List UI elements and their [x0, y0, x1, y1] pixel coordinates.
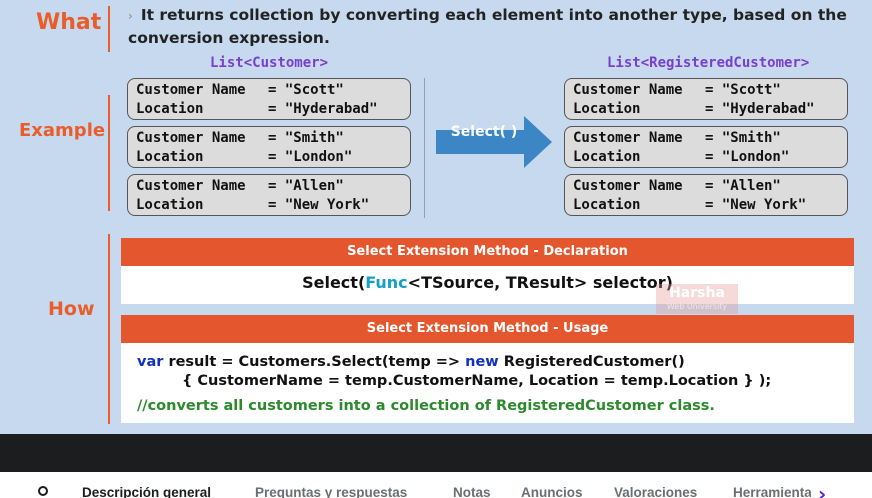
tab-tools[interactable]: Herramientas	[733, 485, 811, 498]
course-tabs: Descripción general Preguntas y respuest…	[0, 472, 872, 498]
customer-box: Customer Name= "Scott" Location= "Hydera…	[127, 78, 411, 120]
registered-customer-box: Customer Name= "Scott" Location= "Hydera…	[564, 78, 848, 120]
registered-customer-box: Customer Name= "Smith" Location= "London…	[564, 126, 848, 168]
what-divider	[108, 6, 110, 52]
declaration-panel: Select Extension Method - Declaration Se…	[121, 238, 854, 304]
chevron-right-icon[interactable]: ›	[818, 482, 827, 498]
what-description: ›It returns collection by converting eac…	[128, 4, 854, 49]
usage-title: Select Extension Method - Usage	[121, 315, 854, 343]
example-separator	[424, 78, 425, 218]
how-divider	[108, 234, 110, 424]
tab-overview[interactable]: Descripción general	[82, 485, 212, 498]
what-text: It returns collection by converting each…	[128, 6, 847, 47]
arrow-label: Select( )	[450, 124, 518, 140]
customer-box: Customer Name= "Smith" Location= "London…	[127, 126, 411, 168]
tab-qa[interactable]: Preguntas y respuestas	[255, 485, 408, 498]
video-player-bar	[0, 434, 872, 472]
example-divider	[108, 95, 110, 211]
usage-comment: //converts all customers into a collecti…	[137, 398, 715, 414]
right-list-title: List<RegisteredCustomer>	[607, 55, 810, 71]
declaration-title: Select Extension Method - Declaration	[121, 238, 854, 266]
tab-announcements[interactable]: Anuncios	[521, 485, 583, 498]
registered-customer-box: Customer Name= "Allen" Location= "New Yo…	[564, 174, 848, 216]
lecture-slide: What ›It returns collection by convertin…	[0, 0, 872, 434]
bullet-icon: ›	[128, 9, 133, 23]
select-arrow-icon	[436, 116, 552, 168]
declaration-code: Select(Func<TSource, TResult> selector)	[302, 273, 673, 292]
how-label: How	[48, 298, 95, 320]
customer-box: Customer Name= "Allen" Location= "New Yo…	[127, 174, 411, 216]
usage-code: var result = Customers.Select(temp => ne…	[121, 343, 854, 416]
usage-panel: Select Extension Method - Usage var resu…	[121, 315, 854, 423]
what-label: What	[36, 10, 102, 35]
example-label: Example	[19, 120, 106, 141]
search-icon[interactable]	[38, 486, 48, 496]
tab-notes[interactable]: Notas	[453, 485, 491, 498]
left-list-title: List<Customer>	[210, 55, 329, 71]
tab-reviews[interactable]: Valoraciones	[614, 485, 698, 498]
